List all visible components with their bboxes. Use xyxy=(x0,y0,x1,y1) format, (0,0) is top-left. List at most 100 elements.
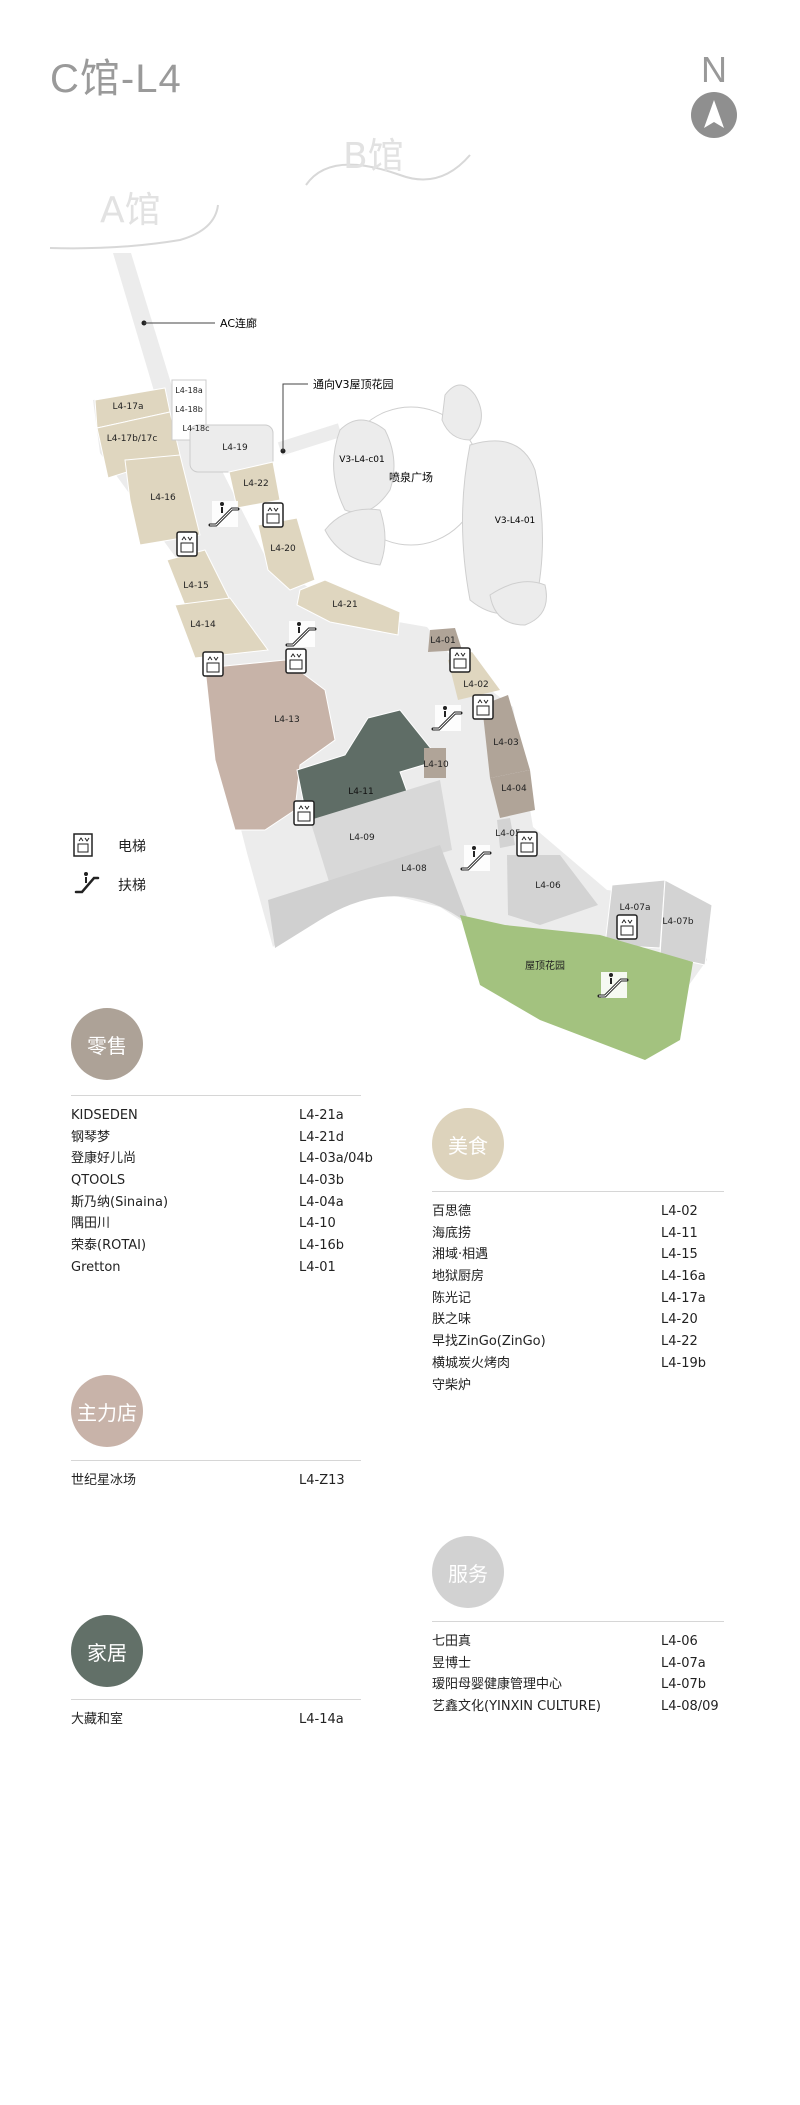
store-name: 七田真 xyxy=(432,1634,472,1649)
category-badge[interactable]: 家居 xyxy=(71,1615,143,1687)
store-name: 大藏和室 xyxy=(71,1712,124,1727)
escalator-icon[interactable] xyxy=(285,621,317,647)
store-code: L4-07b xyxy=(661,1677,706,1693)
shop-l4-05[interactable] xyxy=(497,818,515,848)
shop-label: L4-07a xyxy=(620,903,651,913)
shop-l4-21[interactable] xyxy=(296,579,401,636)
shop-l4-20[interactable] xyxy=(257,517,316,591)
north-indicator: N xyxy=(690,50,738,138)
shop-l4-13[interactable] xyxy=(204,659,336,831)
store-name: 百思德 xyxy=(432,1204,472,1219)
v3-c01-label: V3-L4-c01 xyxy=(339,455,385,465)
category-badge[interactable]: 主力店 xyxy=(71,1375,143,1447)
escalator-icon[interactable] xyxy=(431,705,463,731)
building-b-outline xyxy=(305,154,471,186)
area-v3-l4-c01[interactable] xyxy=(333,419,395,513)
shop-l4-08[interactable] xyxy=(268,845,470,948)
store-name: 瑷阳母婴健康管理中心 xyxy=(432,1677,563,1693)
store-name: 隅田川 xyxy=(71,1216,111,1232)
shop-l4-01[interactable] xyxy=(428,628,462,652)
v3-garden-callout: 通向V3屋顶花园 xyxy=(313,377,394,391)
store-code: L4-21d xyxy=(299,1129,344,1145)
store-row[interactable]: 登康好儿尚 L4-03a/04b xyxy=(71,1148,373,1170)
store-name: 陈光记 xyxy=(432,1290,472,1306)
store-name: 海底捞 xyxy=(432,1225,472,1241)
shop-label: L4-03 xyxy=(493,738,518,748)
shop-label: L4-20 xyxy=(270,544,296,554)
elevator-icon[interactable] xyxy=(176,531,198,557)
store-code: L4-15 xyxy=(661,1247,698,1263)
shop-label: L4-06 xyxy=(535,881,561,891)
category-badge[interactable]: 服务 xyxy=(432,1536,504,1608)
store-code: L4-03b xyxy=(299,1173,344,1189)
elevator-icon[interactable] xyxy=(285,648,307,674)
elevator-icon[interactable] xyxy=(202,651,224,677)
escalator-icon xyxy=(74,872,100,894)
store-row[interactable]: 荣泰(ROTAI)L4-16b xyxy=(71,1235,361,1257)
shop-l4-04[interactable] xyxy=(490,770,535,818)
elevator-icon[interactable] xyxy=(449,647,471,673)
category-badge[interactable]: 零售 xyxy=(71,1008,143,1080)
building-a-outline xyxy=(49,204,219,250)
escalator-icon[interactable] xyxy=(208,501,240,527)
shop-label: L4-04 xyxy=(501,784,527,794)
v3-01-label: V3-L4-01 xyxy=(495,516,536,526)
shop-label: L4-22 xyxy=(243,479,268,489)
divider xyxy=(71,1460,361,1461)
divider xyxy=(71,1699,361,1700)
shop-label: L4-10 xyxy=(423,760,449,770)
store-name: 登康好儿尚 xyxy=(71,1151,137,1167)
north-label: N xyxy=(701,49,727,90)
store-row[interactable]: 艺鑫文化(YINXIN CULTURE)L4-08/09 xyxy=(432,1696,724,1718)
escalator-icon[interactable] xyxy=(597,972,629,998)
shop-l4-14[interactable] xyxy=(174,597,269,659)
elevator-icon[interactable] xyxy=(293,800,315,826)
elevator-icon[interactable] xyxy=(472,694,494,720)
elevator-icon[interactable] xyxy=(516,831,538,857)
store-row[interactable]: 陈光记 L4-17a xyxy=(432,1288,724,1310)
store-name: 朕之味 xyxy=(432,1312,472,1328)
shop-l4-16[interactable] xyxy=(124,454,201,546)
store-row[interactable]: 早找ZinGo(ZinGo)L4-22 xyxy=(432,1331,724,1353)
store-row[interactable]: 瑷阳母婴健康管理中心 L4-07b xyxy=(432,1674,724,1696)
store-code: L4-16b xyxy=(299,1238,344,1254)
store-row[interactable]: 斯乃纳(Sinaina)L4-04a xyxy=(71,1192,361,1214)
escalator-icon[interactable] xyxy=(460,845,492,871)
shop-l4-03[interactable] xyxy=(482,695,530,778)
elevator-icon[interactable] xyxy=(262,502,284,528)
rooftop-garden[interactable] xyxy=(460,915,693,1060)
shop-l4-22[interactable] xyxy=(228,461,281,509)
shop-l4-07b[interactable] xyxy=(659,879,713,966)
shop-l4-10[interactable] xyxy=(424,748,446,778)
store-code: L4-07a xyxy=(661,1655,706,1671)
store-row[interactable]: 守柴炉 xyxy=(432,1375,724,1397)
shop-label: L4-18b xyxy=(175,405,203,414)
building-a-label: A馆 xyxy=(100,190,161,231)
store-code: L4-03a/04b xyxy=(299,1151,373,1167)
shop-label: L4-17a xyxy=(113,402,144,412)
shop-l4-06[interactable] xyxy=(507,855,598,925)
store-code: L4-17a xyxy=(661,1290,706,1306)
garden-label: 屋顶花园 xyxy=(525,959,565,972)
store-row[interactable]: 朕之味 L4-20 xyxy=(432,1309,724,1331)
elevator-icon[interactable] xyxy=(616,914,638,940)
category-badge[interactable]: 美食 xyxy=(432,1108,504,1180)
fountain-label: 喷泉广场 xyxy=(389,470,433,484)
store-code: L4-20 xyxy=(661,1312,698,1328)
